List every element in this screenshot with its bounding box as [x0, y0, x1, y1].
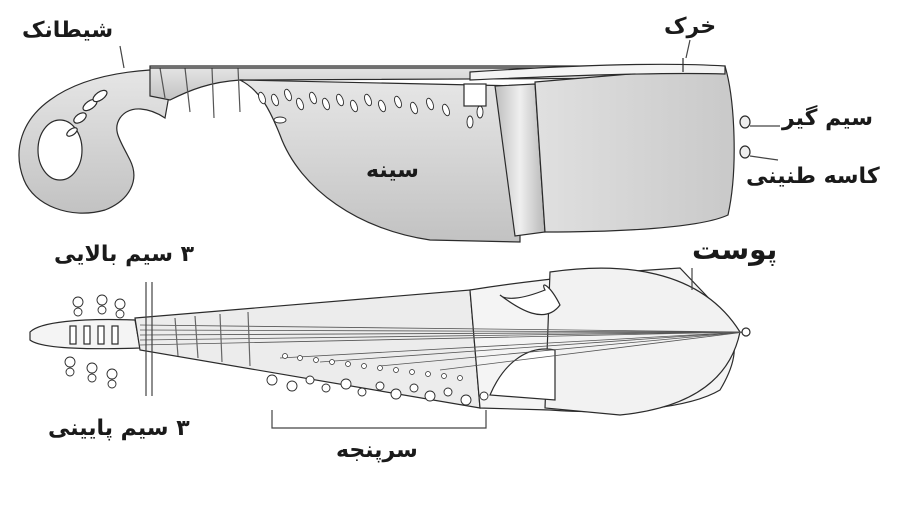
leader-scroll: [120, 46, 124, 68]
bridge-block: [464, 84, 486, 106]
string-holder-knob: [740, 116, 750, 128]
upper-pegs: [73, 295, 125, 318]
label-scroll: شیطانک: [22, 20, 113, 42]
label-upper-strings: ۳ سیم بالایی: [54, 244, 194, 266]
label-bridge: خرک: [664, 16, 716, 38]
label-bowl: کاسه طنینی: [746, 166, 880, 188]
label-skin: پوست: [692, 236, 777, 264]
label-soundboard: سینه: [366, 160, 419, 182]
leader-bridge: [686, 40, 690, 58]
tail-button: [742, 328, 750, 336]
instrument-top-view: [30, 268, 750, 428]
label-lower-strings: ۳ سیم پایینی: [48, 418, 190, 440]
instrument-side-view: [19, 40, 780, 242]
leader-bowl: [750, 156, 778, 160]
label-string-holder: سیم گیر: [782, 108, 873, 130]
bowl-knob: [740, 146, 750, 158]
resonance-bowl: [535, 66, 734, 232]
pegs-bracket: [272, 410, 486, 428]
lower-pegs: [65, 357, 117, 388]
neck-top: [135, 290, 480, 408]
label-tuning-pegs: سرپنجه: [336, 440, 418, 462]
